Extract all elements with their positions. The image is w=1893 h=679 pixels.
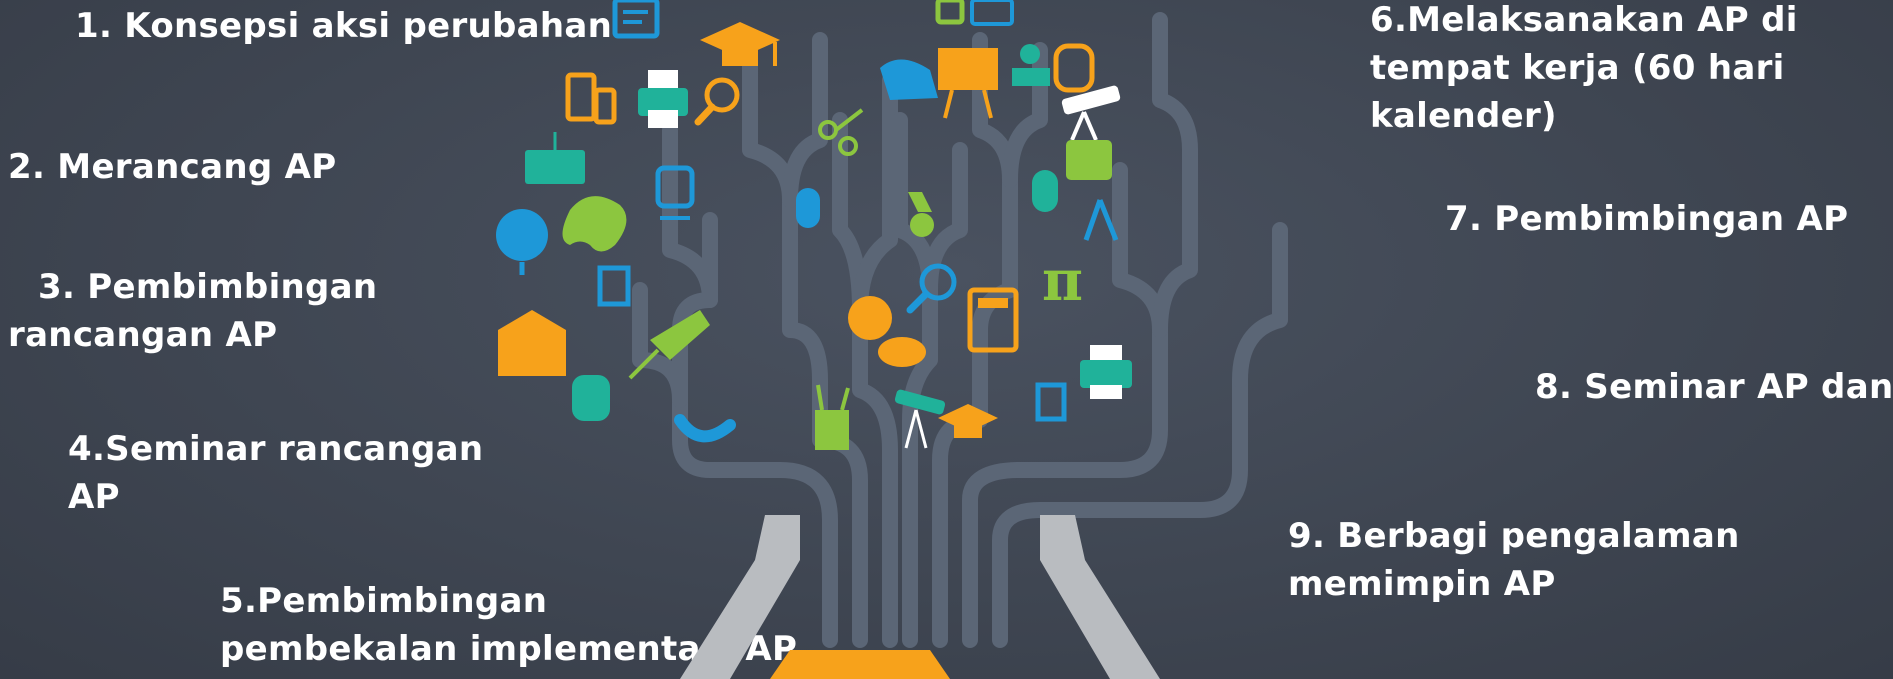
step-4-line-1: 4.Seminar rancangan [68,429,484,469]
telescope-icon [1061,85,1121,141]
step-9-line-2: memimpin AP [1288,564,1556,604]
graduation-cap-icon [938,404,998,438]
step-3-label: 3. Pembimbingan rancangan AP [8,263,377,359]
step-2-label: 2. Merancang AP [8,143,336,191]
school-building-icon [498,310,566,376]
medal-icon [908,192,934,237]
flask-icon [680,515,1160,679]
pushpin-icon [628,310,710,380]
step-6-line-1: 6.Melaksanakan AP di [1370,0,1798,40]
step-9-line-1: 9. Berbagi pengalaman [1288,516,1740,556]
step-2-line-1: 2. Merancang AP [8,147,337,187]
tablet-phone-icon [565,72,617,125]
globe-icon [496,209,548,275]
step-1-label: 1. Konsepsi aksi perubahan [75,2,612,50]
bell-icon [880,59,938,100]
step-6-line-2: tempat kerja (60 hari [1370,48,1785,88]
graduation-cap-icon [700,22,780,66]
step-9-label: 9. Berbagi pengalaman memimpin AP [1288,512,1740,608]
step-7-line-1: 7. Pembimbingan AP [1445,199,1849,239]
pencil-cup-icon [815,384,850,450]
svg-text:π: π [1042,248,1083,314]
knowledge-tree-illustration: π [496,0,1288,679]
printer-icon [1080,345,1132,399]
pi-icon: π [1042,248,1083,314]
bus-icon [1066,140,1112,180]
certificate-icon [612,0,660,39]
keyboard-icon [525,132,585,184]
telescope-icon [894,389,946,449]
calculator-icon [967,287,1019,353]
step-3-line-2: rancangan AP [8,315,278,355]
backpack-icon [1053,43,1095,93]
backpack-icon [572,375,610,421]
train-icon [655,165,695,220]
mouse-icon [796,170,1058,228]
step-8-line-1: 8. Seminar AP dan [1535,367,1893,407]
step-3-line-1: 3. Pembimbingan [38,267,378,307]
step-7-label: 7. Pembimbingan AP [1445,195,1848,243]
step-8-label: 8. Seminar AP dan [1535,363,1893,411]
scissors-icon [818,108,864,156]
reader-icon [1012,44,1050,86]
step-4-line-2: AP [68,477,120,517]
printer-icon [638,70,688,128]
magnifier-icon [906,263,957,314]
tree-branches [632,12,1288,648]
sports-balls-icon [848,296,926,367]
palette-icon [562,196,627,252]
chalkboard-icon [938,48,998,119]
beaker-icon [597,265,631,307]
step-4-label: 4.Seminar rancangan AP [68,425,483,521]
step-5-line-1: 5.Pembimbingan [220,581,548,621]
magnifier-icon [694,77,740,126]
step-6-label: 6.Melaksanakan AP di tempat kerja (60 ha… [1370,0,1798,140]
abc-blocks-icon [970,0,1014,26]
beaker-icon [1035,382,1067,422]
tablet-phone-icon [935,0,965,25]
magnet-icon [674,414,736,443]
step-1-line-1: 1. Konsepsi aksi perubahan [75,6,613,46]
compass-icon [1083,199,1119,241]
step-6-line-3: kalender) [1370,96,1557,136]
